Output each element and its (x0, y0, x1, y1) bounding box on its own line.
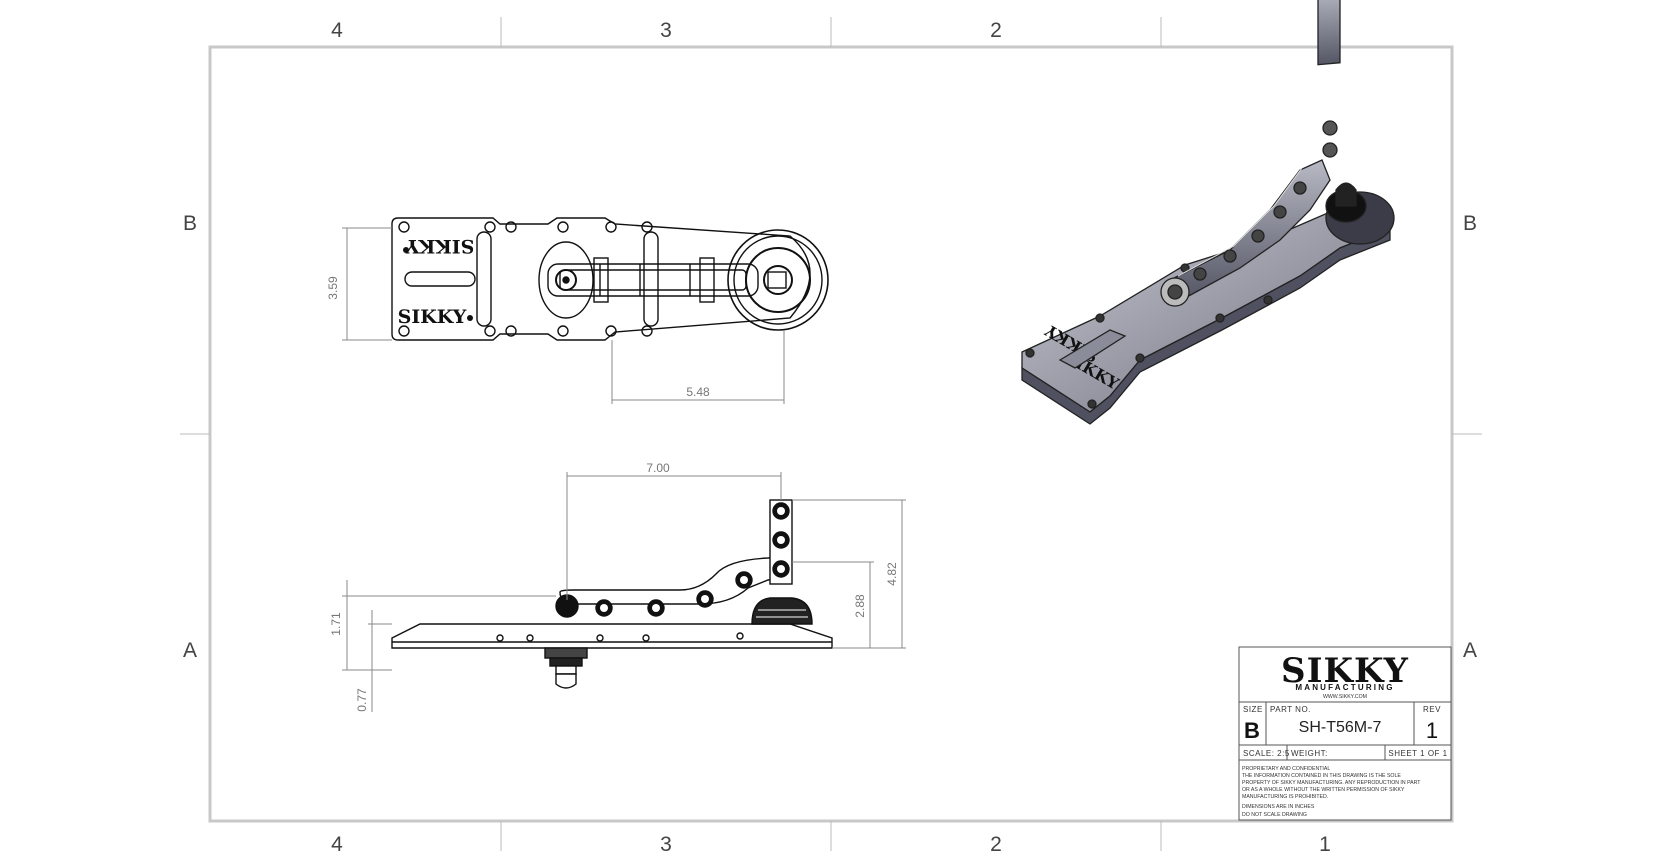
dim-top-height: 3.59 (326, 276, 340, 300)
side-view-dimensions (342, 472, 906, 712)
title-block-notice-4: OR AS A WHOLE WITHOUT THE WRITTEN PERMIS… (1242, 787, 1405, 793)
title-block-size-value: B (1244, 718, 1260, 743)
title-block-rev-value: 1 (1426, 718, 1438, 743)
dim-side-plate-height: 1.71 (329, 612, 343, 636)
title-block-weight: WEIGHT: (1291, 749, 1328, 758)
zone-col-3-bottom: 3 (660, 833, 672, 856)
title-block-size-label: SIZE (1243, 705, 1263, 714)
dim-side-total-height: 4.82 (885, 562, 899, 586)
zone-col-2-bottom: 2 (990, 833, 1002, 856)
side-view (391, 499, 833, 689)
dim-side-length: 7.00 (646, 461, 670, 475)
sheet-border (180, 17, 1482, 851)
title-block-website: WWW.SIKKY.COM (1323, 694, 1367, 700)
title-block-notice-5: MANUFACTURING IS PROHIBITED. (1242, 794, 1328, 800)
zone-col-4-top: 4 (331, 19, 343, 42)
dim-side-below: 0.77 (355, 688, 369, 712)
zone-col-2-top: 2 (990, 19, 1002, 42)
top-view: SIKKY SIKKY (391, 217, 829, 341)
title-block-notice-2: THE INFORMATION CONTAINED IN THIS DRAWIN… (1242, 773, 1401, 779)
title-block-part-no-value: SH-T56M-7 (1299, 719, 1382, 736)
title-block-company-sub: MANUFACTURING (1295, 683, 1394, 692)
zone-col-1-bottom: 1 (1319, 833, 1331, 856)
title-block-part-no-label: PART NO. (1270, 705, 1311, 714)
zone-row-a-left: A (183, 639, 197, 662)
zone-row-b-right: B (1463, 212, 1477, 235)
title-block-rev-label: REV (1423, 705, 1441, 714)
top-view-dimensions (342, 227, 785, 404)
title-block-scale: SCALE: 2:5 (1243, 749, 1290, 758)
title-block-notice-1: PROPRIETARY AND CONFIDENTIAL (1242, 766, 1330, 772)
title-block-notice-3: PROPERTY OF SIKKY MANUFACTURING. ANY REP… (1242, 780, 1421, 786)
title-block-dims-note: DIMENSIONS ARE IN INCHES (1242, 804, 1315, 810)
zone-col-4-bottom: 4 (331, 833, 343, 856)
title-block-company: SIKKY (1281, 651, 1409, 691)
isometric-view: SIKKY SIKKY (1021, 0, 1395, 425)
dim-top-length: 5.48 (686, 385, 710, 399)
zone-row-a-right: A (1463, 639, 1477, 662)
title-block (1238, 646, 1452, 821)
zone-col-3-top: 3 (660, 19, 672, 42)
top-view-stamp-lower: SIKKY (398, 306, 467, 328)
title-block-sheet: SHEET 1 OF 1 (1388, 749, 1447, 758)
zone-row-b-left: B (183, 212, 197, 235)
dim-side-mid-height: 2.88 (853, 594, 867, 618)
top-view-stamp-upper: SIKKY (405, 235, 474, 257)
title-block-scale-note: DO NOT SCALE DRAWING (1242, 812, 1307, 818)
